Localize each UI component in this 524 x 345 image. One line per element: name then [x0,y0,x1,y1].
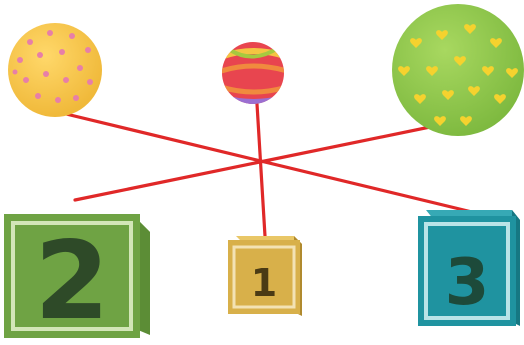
connection-lines [60,102,474,238]
box-label: 3 [445,246,490,320]
box-label: 2 [34,219,109,344]
box-label: 1 [251,261,277,305]
line-ball-right-to-box-2[interactable] [73,125,432,202]
yellow-pink-dotted-ball[interactable] [8,23,102,117]
pink-dots-pattern [12,30,93,103]
line-ball-center-to-box-1[interactable] [255,102,267,238]
box-3[interactable]: 3 [418,210,520,326]
box-1[interactable]: 1 [228,236,302,316]
green-heart-ball[interactable] [392,4,524,136]
line-ball-left-to-box-3[interactable] [60,111,474,214]
red-striped-ball[interactable] [218,42,290,104]
yellow-hearts-pattern [398,24,518,126]
box-2[interactable]: 2 [4,214,150,344]
